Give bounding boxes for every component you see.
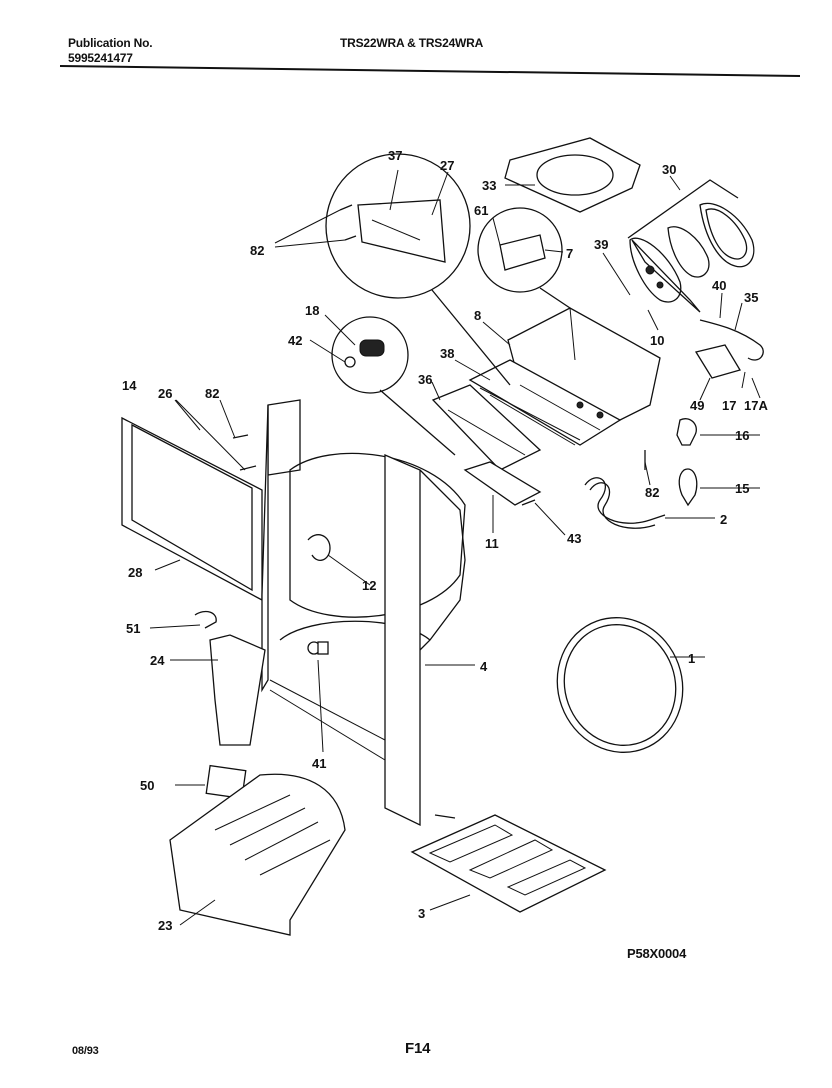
callout-16: 16 bbox=[735, 428, 749, 443]
callout-8: 8 bbox=[474, 308, 481, 323]
callout-35: 35 bbox=[744, 290, 758, 305]
callout-3: 3 bbox=[418, 906, 425, 921]
callout-50: 50 bbox=[140, 778, 154, 793]
detail-circle-7 bbox=[477, 207, 571, 309]
callout-82-right: 82 bbox=[645, 485, 659, 500]
callout-23: 23 bbox=[158, 918, 172, 933]
callout-82-top: 82 bbox=[250, 243, 264, 258]
callout-14: 14 bbox=[122, 378, 137, 393]
callout-26: 26 bbox=[158, 386, 172, 401]
issue-date: 08/93 bbox=[72, 1045, 99, 1057]
callout-17a: 17A bbox=[744, 398, 768, 413]
callout-51: 51 bbox=[126, 621, 140, 636]
callout-labels: 1 2 3 4 7 8 10 11 12 14 15 16 17 17A 18 … bbox=[122, 148, 768, 933]
callout-82-left: 82 bbox=[205, 386, 219, 401]
part-24-arm bbox=[209, 634, 266, 746]
callout-11: 11 bbox=[485, 536, 499, 551]
callout-18: 18 bbox=[305, 303, 319, 318]
part-1-gasket bbox=[556, 617, 684, 753]
part-15-bulb bbox=[678, 468, 698, 507]
part-41-knob bbox=[307, 641, 329, 655]
callout-17: 17 bbox=[722, 398, 736, 413]
screws bbox=[232, 204, 646, 819]
callout-40: 40 bbox=[712, 278, 726, 293]
callout-4: 4 bbox=[480, 659, 488, 674]
callout-41: 41 bbox=[312, 756, 326, 771]
model-title: TRS22WRA & TRS24WRA bbox=[340, 36, 484, 50]
callout-27: 27 bbox=[440, 158, 454, 173]
callout-33: 33 bbox=[482, 178, 496, 193]
part-16-bulb bbox=[676, 418, 697, 446]
detail-circle-18 bbox=[331, 316, 456, 456]
callout-37: 37 bbox=[388, 148, 402, 163]
callout-42: 42 bbox=[288, 333, 302, 348]
page-id: F14 bbox=[405, 1040, 431, 1057]
part-11-bracket bbox=[463, 461, 542, 506]
leader-lines bbox=[149, 169, 761, 926]
callout-7: 7 bbox=[566, 246, 573, 261]
part-30-duct bbox=[627, 179, 755, 313]
callout-24: 24 bbox=[150, 653, 165, 668]
part-2-harness bbox=[584, 477, 666, 529]
drawing-id: P58X0004 bbox=[627, 946, 687, 961]
part-36-panel bbox=[431, 384, 542, 471]
callout-28: 28 bbox=[128, 565, 142, 580]
part-14-cover bbox=[121, 416, 263, 602]
callout-38: 38 bbox=[440, 346, 454, 361]
callout-15: 15 bbox=[735, 481, 749, 496]
part-51-clip bbox=[194, 610, 217, 629]
callout-61: 61 bbox=[474, 203, 488, 218]
callout-2: 2 bbox=[720, 512, 727, 527]
part-12-clip bbox=[307, 534, 331, 561]
callout-36: 36 bbox=[418, 372, 432, 387]
callout-10: 10 bbox=[650, 333, 664, 348]
publication-number: 5995241477 bbox=[68, 51, 133, 65]
callout-12: 12 bbox=[362, 578, 376, 593]
part-49-switch bbox=[694, 344, 741, 379]
header-rule bbox=[59, 65, 801, 77]
part-35-harness bbox=[699, 319, 764, 361]
callout-30: 30 bbox=[662, 162, 676, 177]
part-23-tray bbox=[169, 773, 346, 936]
part-33-plate bbox=[504, 137, 641, 213]
callout-43: 43 bbox=[567, 531, 581, 546]
callout-1: 1 bbox=[688, 651, 695, 666]
part-50-badge bbox=[205, 764, 247, 800]
publication-label: Publication No. bbox=[68, 36, 153, 50]
part-4-chute bbox=[261, 399, 466, 827]
part-3-plate bbox=[410, 814, 607, 913]
detail-circle-37 bbox=[325, 153, 511, 386]
callout-39: 39 bbox=[594, 237, 608, 252]
callout-49: 49 bbox=[690, 398, 704, 413]
